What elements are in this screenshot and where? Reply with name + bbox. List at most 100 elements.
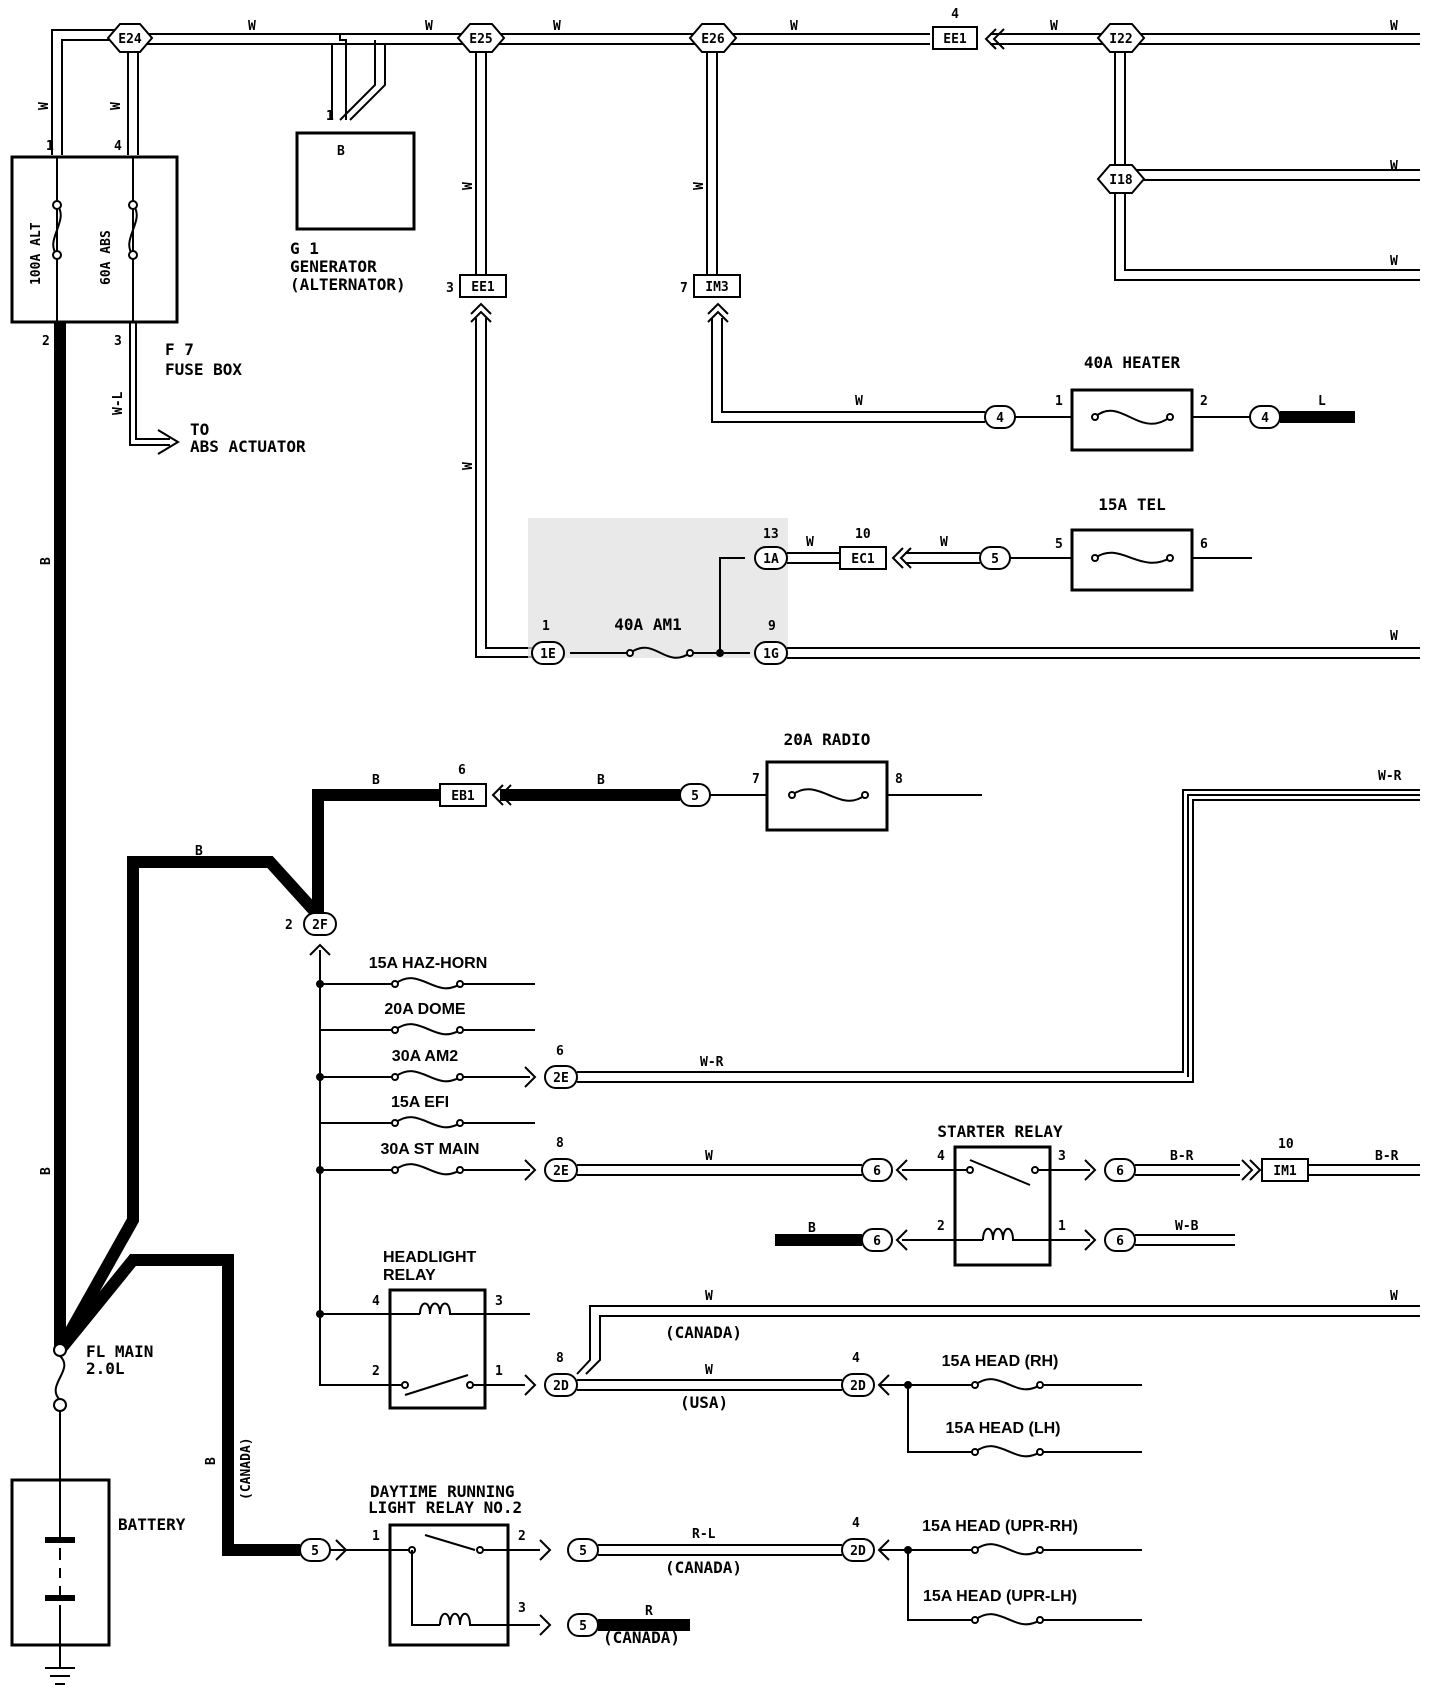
svg-text:15A HAZ-HORN: 15A HAZ-HORN <box>369 955 488 972</box>
svg-text:G 1: G 1 <box>290 239 319 258</box>
splice-e26: E26 <box>688 23 738 53</box>
wire-label-w: W <box>553 19 561 34</box>
svg-text:5: 5 <box>1055 537 1063 552</box>
svg-text:2D: 2D <box>553 1379 569 1394</box>
svg-text:1: 1 <box>372 1529 380 1544</box>
fuse-box-f7: 1 4 2 3 100A ALT 60A ABS F 7 FUSE BOX <box>10 139 242 379</box>
svg-text:6: 6 <box>1200 537 1208 552</box>
svg-text:DAYTIME RUNNING: DAYTIME RUNNING <box>370 1482 515 1501</box>
svg-text:(USA): (USA) <box>680 1393 728 1412</box>
svg-text:B: B <box>39 557 54 565</box>
svg-text:W: W <box>109 102 124 110</box>
svg-text:4: 4 <box>852 1351 860 1366</box>
abs-actuator-wire: W-L TO ABS ACTUATOR <box>111 322 306 456</box>
svg-text:8: 8 <box>556 1351 564 1366</box>
svg-text:4: 4 <box>1261 411 1269 426</box>
svg-text:HEADLIGHT: HEADLIGHT <box>383 1249 477 1266</box>
splice-i18-label: I18 <box>1109 173 1133 188</box>
svg-text:B: B <box>597 773 605 788</box>
svg-text:TO: TO <box>190 420 209 439</box>
svg-text:RELAY: RELAY <box>383 1267 436 1284</box>
fuse-15a-efi: 15A EFI <box>320 1094 535 1129</box>
svg-text:W-R: W-R <box>700 1055 724 1070</box>
svg-text:6: 6 <box>1116 1164 1124 1179</box>
svg-text:4: 4 <box>372 1294 380 1309</box>
fl-main-fusible-link: FL MAIN 2.0L <box>53 1342 153 1412</box>
connector-im1: IM1 10 <box>1261 1137 1309 1182</box>
svg-text:W: W <box>705 1149 713 1164</box>
svg-text:5: 5 <box>691 789 699 804</box>
svg-text:2: 2 <box>42 334 50 349</box>
splice-e24-label: E24 <box>118 32 142 47</box>
svg-text:GENERATOR: GENERATOR <box>290 257 377 276</box>
svg-text:4: 4 <box>852 1516 860 1531</box>
svg-text:6: 6 <box>873 1164 881 1179</box>
svg-text:W: W <box>705 1289 713 1304</box>
svg-text:IM1: IM1 <box>1273 1164 1297 1179</box>
svg-text:FUSE BOX: FUSE BOX <box>165 360 242 379</box>
svg-text:B: B <box>39 1167 54 1175</box>
svg-text:10: 10 <box>855 527 871 542</box>
svg-text:BATTERY: BATTERY <box>118 1515 186 1534</box>
svg-text:W-R: W-R <box>1378 769 1402 784</box>
fuse-60a-abs-label: 60A ABS <box>99 230 114 285</box>
svg-text:15A EFI: 15A EFI <box>391 1094 449 1111</box>
svg-text:(CANADA): (CANADA) <box>665 1558 742 1577</box>
svg-text:LIGHT RELAY NO.2: LIGHT RELAY NO.2 <box>368 1498 522 1517</box>
connector-ee1-top: EE1 4 <box>932 7 1005 50</box>
svg-text:EE1: EE1 <box>471 280 495 295</box>
splice-i22: I22 <box>1096 23 1146 53</box>
svg-text:B-R: B-R <box>1375 1149 1399 1164</box>
main-battery-wire: B B B B B B (CANADA) <box>39 322 680 1556</box>
svg-text:(CANADA): (CANADA) <box>665 1323 742 1342</box>
svg-text:7: 7 <box>680 281 688 296</box>
fuse-40a-heater: 4 40A HEATER 1 2 4 L <box>984 353 1355 452</box>
svg-text:2D: 2D <box>850 1544 866 1559</box>
wire-label-w: W <box>1050 19 1058 34</box>
svg-text:W: W <box>705 1363 713 1378</box>
svg-text:W: W <box>940 535 948 550</box>
svg-text:7: 7 <box>752 772 760 787</box>
svg-text:1: 1 <box>1058 1219 1066 1234</box>
svg-text:IM3: IM3 <box>705 280 728 295</box>
svg-text:B: B <box>195 844 203 859</box>
wire-label-w: W <box>1390 19 1398 34</box>
svg-text:10: 10 <box>1278 1137 1294 1152</box>
fuse-40a-am1: 1E 1 40A AM1 1G 9 W 1A 13 W <box>531 527 1420 665</box>
svg-text:2: 2 <box>518 1529 526 1544</box>
svg-text:6: 6 <box>873 1234 881 1249</box>
svg-text:5: 5 <box>579 1619 587 1634</box>
splice-i22-label: I22 <box>1109 32 1132 47</box>
svg-text:W: W <box>855 394 863 409</box>
svg-text:15A HEAD (LH): 15A HEAD (LH) <box>946 1420 1061 1437</box>
svg-text:15A HEAD (UPR-RH): 15A HEAD (UPR-RH) <box>922 1518 1078 1535</box>
svg-text:8: 8 <box>556 1136 564 1151</box>
svg-text:2D: 2D <box>850 1379 866 1394</box>
am1-shaded-region <box>528 518 788 658</box>
svg-text:FL MAIN: FL MAIN <box>86 1342 153 1361</box>
svg-text:40A AM1: 40A AM1 <box>614 615 681 634</box>
svg-text:R-L: R-L <box>692 1527 716 1542</box>
fuse-30a-am2: 30A AM2 2E 6 W-R W-R <box>316 769 1420 1089</box>
wire-label-w: W <box>248 19 256 34</box>
svg-text:1A: 1A <box>763 552 779 567</box>
svg-text:EE1: EE1 <box>943 32 967 47</box>
svg-text:B: B <box>372 773 380 788</box>
headlight-relay: HEADLIGHT RELAY 4 3 2 1 <box>316 1249 537 1410</box>
svg-text:3: 3 <box>114 334 122 349</box>
svg-text:4: 4 <box>951 7 959 22</box>
svg-text:B: B <box>204 1457 219 1465</box>
svg-text:W: W <box>1390 629 1398 644</box>
svg-text:2: 2 <box>285 918 293 933</box>
svg-text:B-R: B-R <box>1170 1149 1194 1164</box>
ground-icon <box>45 1645 75 1685</box>
svg-text:W: W <box>37 102 52 110</box>
svg-text:1: 1 <box>495 1364 503 1379</box>
svg-text:L: L <box>1318 394 1326 409</box>
svg-text:W: W <box>692 182 707 190</box>
starter-relay: STARTER RELAY 4 3 2 1 <box>895 1122 1090 1267</box>
svg-text:40A HEATER: 40A HEATER <box>1084 353 1181 372</box>
svg-text:1: 1 <box>542 619 550 634</box>
svg-text:3: 3 <box>495 1294 503 1309</box>
svg-text:6: 6 <box>1116 1234 1124 1249</box>
